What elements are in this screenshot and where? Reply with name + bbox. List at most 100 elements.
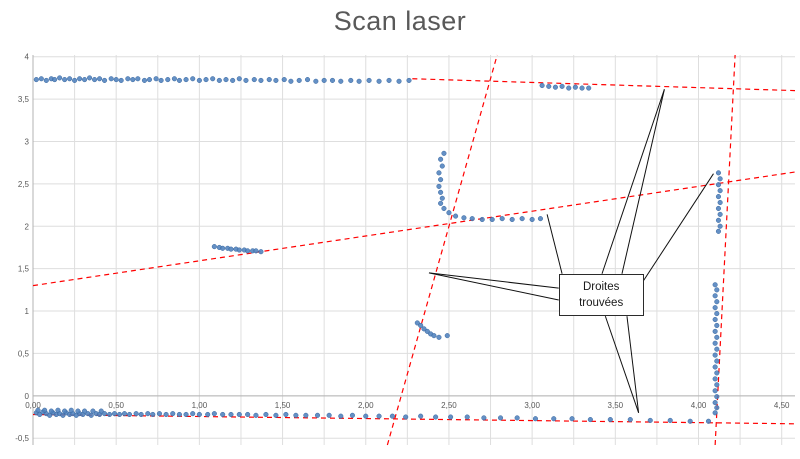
- scatter-point[interactable]: [421, 326, 427, 332]
- scatter-point[interactable]: [243, 77, 249, 83]
- callout-line[interactable]: [428, 272, 559, 301]
- scatter-point[interactable]: [283, 411, 289, 418]
- scatter-point[interactable]: [537, 216, 543, 222]
- scatter-point[interactable]: [258, 77, 264, 83]
- scatter-point[interactable]: [433, 414, 439, 420]
- scatter-point[interactable]: [714, 287, 720, 293]
- scatter-point[interactable]: [38, 76, 44, 82]
- scatter-point[interactable]: [519, 216, 525, 222]
- scatter-point[interactable]: [251, 77, 257, 83]
- scatter-point[interactable]: [572, 84, 578, 90]
- scatter-point[interactable]: [461, 215, 467, 221]
- scatter-point[interactable]: [77, 76, 83, 82]
- scatter-point[interactable]: [552, 84, 558, 90]
- scatter-point[interactable]: [101, 77, 108, 83]
- scatter-point[interactable]: [42, 407, 48, 413]
- callout-line[interactable]: [643, 173, 714, 281]
- scatter-point[interactable]: [273, 412, 279, 418]
- scatter-point[interactable]: [220, 245, 226, 251]
- scatter-point[interactable]: [479, 216, 485, 223]
- scatter-point[interactable]: [35, 407, 41, 413]
- scatter-point[interactable]: [376, 78, 382, 84]
- scatter-point[interactable]: [230, 77, 236, 83]
- scatter-point[interactable]: [715, 217, 722, 223]
- callout-line[interactable]: [428, 272, 559, 289]
- scatter-point[interactable]: [52, 77, 58, 83]
- scatter-point[interactable]: [717, 188, 723, 194]
- scatter-point[interactable]: [712, 316, 718, 323]
- scatter-point[interactable]: [108, 76, 114, 82]
- scatter-point[interactable]: [210, 76, 216, 82]
- scatter-point[interactable]: [113, 77, 119, 83]
- scatter-point[interactable]: [338, 413, 344, 419]
- scatter-point[interactable]: [314, 412, 321, 418]
- scatter-point[interactable]: [647, 417, 653, 423]
- scatter-point[interactable]: [389, 413, 395, 419]
- scatter-point[interactable]: [101, 411, 108, 417]
- scatter-point[interactable]: [211, 411, 217, 417]
- scatter-point[interactable]: [98, 408, 104, 414]
- scatter-point[interactable]: [68, 407, 74, 413]
- scatter-point[interactable]: [715, 228, 722, 234]
- callout-line[interactable]: [601, 89, 665, 274]
- scatter-point[interactable]: [82, 77, 88, 83]
- scatter-point[interactable]: [216, 77, 222, 83]
- scatter-point[interactable]: [55, 407, 61, 413]
- scatter-point[interactable]: [329, 77, 336, 83]
- scatter-point[interactable]: [386, 77, 392, 83]
- scatter-point[interactable]: [281, 77, 287, 83]
- scatter-point[interactable]: [90, 408, 96, 414]
- scatter-point[interactable]: [627, 417, 633, 423]
- scatter-point[interactable]: [715, 194, 722, 200]
- scatter-point[interactable]: [236, 76, 242, 82]
- scatter-point[interactable]: [37, 411, 43, 418]
- scatter-point[interactable]: [313, 78, 319, 84]
- scatter-point[interactable]: [366, 77, 372, 83]
- scatter-point[interactable]: [190, 76, 196, 82]
- scatter-point[interactable]: [176, 411, 182, 418]
- scatter-point[interactable]: [705, 418, 712, 424]
- scatter-point[interactable]: [158, 77, 164, 83]
- scatter-point[interactable]: [146, 77, 153, 83]
- scatter-point[interactable]: [717, 223, 723, 229]
- scatter-point[interactable]: [356, 78, 362, 84]
- scatter-point[interactable]: [150, 411, 156, 418]
- scatter-point[interactable]: [559, 83, 565, 89]
- scatter-point[interactable]: [539, 82, 545, 89]
- scatter-point[interactable]: [712, 364, 718, 370]
- scatter-point[interactable]: [304, 77, 311, 83]
- scatter-point[interactable]: [715, 170, 722, 176]
- scatter-point[interactable]: [205, 411, 211, 418]
- scatter-point[interactable]: [116, 411, 123, 418]
- line-steep-right[interactable]: [714, 54, 736, 446]
- scatter-point[interactable]: [406, 77, 412, 83]
- scatter-point[interactable]: [296, 77, 302, 83]
- scatter-point[interactable]: [714, 370, 720, 376]
- scatter-point[interactable]: [171, 76, 177, 82]
- scatter-point[interactable]: [183, 411, 189, 418]
- scatter-point[interactable]: [715, 182, 722, 188]
- scatter-point[interactable]: [418, 322, 424, 329]
- scatter-point[interactable]: [245, 248, 251, 254]
- scatter-point[interactable]: [190, 411, 196, 417]
- scatter-point[interactable]: [396, 78, 402, 84]
- annotation-box[interactable]: Droites trouvées: [558, 273, 644, 317]
- line-top-wall[interactable]: [412, 78, 796, 92]
- scatter-point[interactable]: [62, 408, 68, 414]
- scatter-point[interactable]: [245, 411, 251, 418]
- scatter-point[interactable]: [220, 411, 226, 418]
- scatter-point[interactable]: [712, 293, 718, 299]
- callout-line[interactable]: [621, 89, 665, 274]
- scatter-point[interactable]: [586, 85, 592, 91]
- scatter-point[interactable]: [82, 408, 88, 414]
- scatter-point[interactable]: [163, 411, 169, 418]
- scatter-point[interactable]: [439, 163, 445, 169]
- scatter-point[interactable]: [441, 150, 447, 156]
- scatter-point[interactable]: [203, 77, 209, 83]
- scatter-point[interactable]: [714, 346, 720, 352]
- scatter-point[interactable]: [438, 156, 444, 162]
- scatter-point[interactable]: [441, 205, 447, 212]
- scatter-point[interactable]: [348, 77, 354, 83]
- scatter-point[interactable]: [546, 83, 552, 89]
- scatter-point[interactable]: [321, 77, 327, 83]
